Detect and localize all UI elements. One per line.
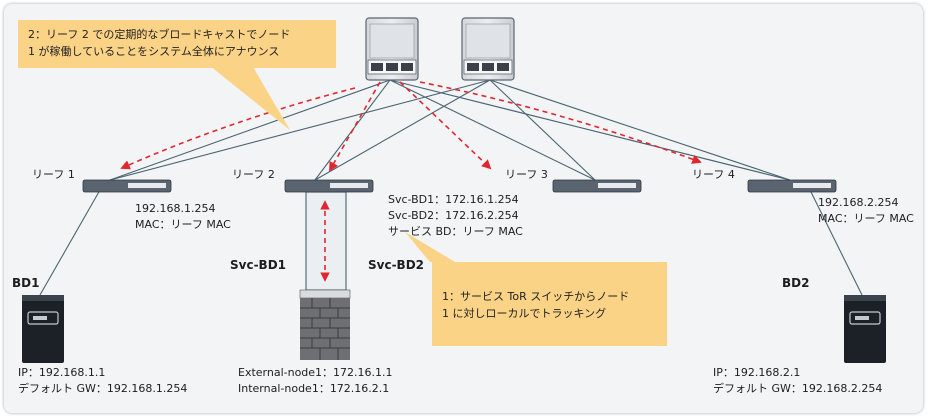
bd2-label: BD2	[782, 276, 810, 290]
callout-broadcast: 2：リーフ 2 での定期的なブロードキャストでノード 1 が稼働していることをシ…	[18, 20, 336, 68]
server2-gw: デフォルト GW：192.168.2.254	[713, 382, 883, 395]
link-spine2-leaf4	[489, 79, 791, 181]
firewall-internal: Internal-node1：172.16.2.1	[238, 382, 390, 395]
broadcast-arrow-leaf1	[120, 87, 356, 170]
leaf-switch-2	[284, 179, 374, 193]
callout-broadcast-line2: 1 が稼働していることをシステム全体にアナウンス	[28, 45, 280, 58]
link-spine2-leaf3	[489, 79, 596, 181]
broadcast-arrow-leaf2	[329, 81, 381, 172]
leaf2-label: リーフ 2	[232, 168, 275, 181]
leaf-switch-1	[82, 179, 172, 193]
server-icon-1	[22, 295, 64, 363]
server-icon-2	[844, 295, 886, 363]
leaf4-ip: 192.168.2.254	[818, 196, 899, 209]
server1-gw: デフォルト GW：192.168.1.254	[18, 382, 188, 395]
server2-ip: IP：192.168.2.1	[713, 366, 801, 379]
link-leaf2-firewall	[305, 191, 347, 291]
link-leaf4-server2	[809, 189, 863, 296]
firewall-external: External-node1：172.16.1.1	[238, 366, 393, 379]
firewall-icon	[299, 289, 351, 360]
callout-broadcast-line1: 2：リーフ 2 での定期的なブロードキャストでノード	[28, 28, 291, 41]
link-spine1-leaf1	[109, 79, 391, 181]
callout-tracking-line1: 1：サービス ToR スイッチからノード	[442, 290, 630, 303]
leaf2-svc-bd2: Svc-BD2：172.16.2.254	[388, 209, 519, 222]
server1-ip: IP：192.168.1.1	[18, 366, 106, 379]
broadcast-arrow-leaf4	[419, 81, 702, 164]
link-spine1-leaf4	[389, 79, 791, 181]
leaf4-mac: MAC：リーフ MAC	[818, 212, 914, 225]
leaf-switch-3	[552, 179, 642, 193]
svc-bd1-label: Svc-BD1	[230, 258, 287, 272]
fabric-links	[109, 79, 791, 181]
leaf1-mac: MAC：リーフ MAC	[135, 218, 231, 231]
svc-bd2-label: Svc-BD2	[368, 258, 425, 272]
leaf1-ip: 192.168.1.254	[135, 202, 216, 215]
leaf3-label: リーフ 3	[505, 168, 548, 181]
leaf2-svc-bd1: Svc-BD1：172.16.1.254	[388, 193, 519, 206]
callout-top-tail	[205, 62, 290, 130]
spine-switch-2	[461, 17, 515, 81]
callout-tracking-line2: 1 に対しローカルでトラッキング	[442, 307, 607, 320]
leaf1-label: リーフ 1	[32, 168, 75, 181]
leaf2-service-bd: サービス BD：リーフ MAC	[388, 225, 523, 238]
link-leaf1-server1	[39, 189, 101, 296]
bd1-label: BD1	[12, 276, 40, 290]
leaf-switch-4	[747, 179, 837, 193]
callout-tracking: 1：サービス ToR スイッチからノード 1 に対しローカルでトラッキング	[432, 262, 667, 346]
spine-switch-1	[365, 17, 419, 81]
callout-bottom-tail	[405, 232, 455, 262]
leaf4-label: リーフ 4	[692, 168, 735, 181]
broadcast-arrow-leaf3	[399, 81, 492, 170]
link-spine1-leaf3	[389, 79, 596, 181]
link-spine2-leaf1	[109, 79, 491, 181]
link-spine2-leaf2	[314, 79, 491, 181]
